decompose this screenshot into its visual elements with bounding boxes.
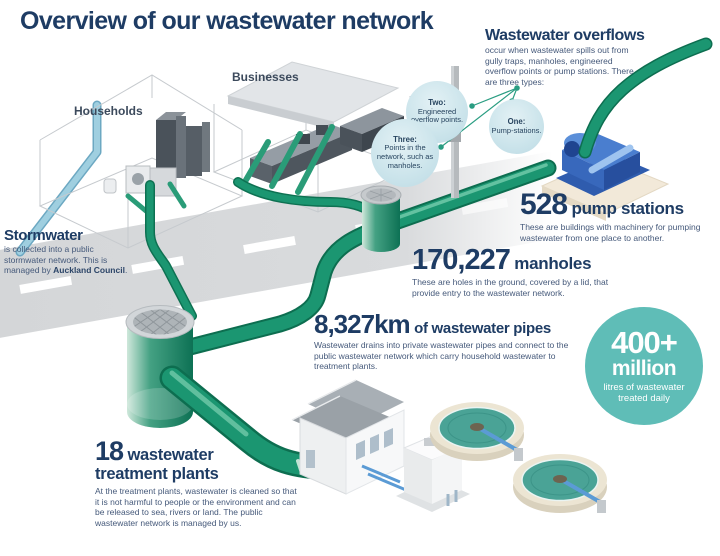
manhole-large xyxy=(125,305,195,428)
stat-pipes: 8,327km of wastewater pipes Wastewater d… xyxy=(314,309,574,372)
pipes-label: of wastewater pipes xyxy=(414,320,551,337)
pipes-value: 8,327km xyxy=(314,309,411,339)
stormwater-body-text: is collected into a public stormwater ne… xyxy=(4,244,108,275)
stat-pump-stations: 528 pump stations These are buildings wi… xyxy=(520,188,715,243)
stormwater-heading: Stormwater xyxy=(4,227,83,244)
household-appliances xyxy=(103,112,210,197)
household-illustration xyxy=(38,74,244,321)
treatment-plants-body: At the treatment plants, wastewater is c… xyxy=(95,486,297,528)
clarifier-tank-2 xyxy=(513,454,607,513)
manhole-small xyxy=(360,185,402,252)
treatment-plants-value: 18 xyxy=(95,436,124,466)
page-title: Overview of our wastewater network xyxy=(20,7,434,35)
pump-stations-label: pump stations xyxy=(571,199,685,218)
business-illustration xyxy=(212,61,412,218)
overflow-type-one-bubble: One: Pump-stations. xyxy=(489,99,544,154)
pump-station-illustration xyxy=(540,37,713,221)
pipes-body: Wastewater drains into private wastewate… xyxy=(314,340,569,371)
overflows-section: Wastewater overflows occur when wastewat… xyxy=(485,27,657,87)
pump-outflow-pipe xyxy=(578,37,713,159)
manhole-grate xyxy=(133,309,187,335)
manholes-value: 170,227 xyxy=(412,244,511,276)
stormwater-pipe xyxy=(15,100,102,257)
badge-unit: million xyxy=(611,357,677,380)
treated-volume-badge: 400+ million litres of wastewater treate… xyxy=(585,307,703,425)
pump-stations-body: These are buildings with machinery for p… xyxy=(520,222,701,243)
treatment-plant-illustration xyxy=(291,379,607,513)
manholes-body: These are holes in the ground, covered b… xyxy=(412,277,609,298)
business-drain-pipes xyxy=(233,124,379,218)
households-label: Households xyxy=(74,104,143,118)
businesses-label: Businesses xyxy=(232,70,299,84)
overflows-heading: Wastewater overflows xyxy=(485,27,645,44)
overflow-type-one-text: Pump-stations. xyxy=(491,125,542,135)
overflow-type-two-label: Two: xyxy=(428,98,446,108)
stormwater-body-suffix: . xyxy=(124,265,128,275)
badge-value: 400+ xyxy=(611,325,678,360)
manholes-label: manholes xyxy=(514,254,592,273)
overflow-type-three-bubble: Three: Points in the network, such as ma… xyxy=(371,119,439,187)
overflow-type-two-text: Engineered overflow points. xyxy=(410,106,464,125)
stormwater-body: is collected into a public stormwater ne… xyxy=(4,244,132,276)
stat-treatment-plants: 18 wastewater treatment plants At the tr… xyxy=(95,438,305,528)
stormwater-body-bold: Auckland Council xyxy=(53,265,125,275)
overflow-type-one-label: One: xyxy=(507,116,526,126)
treatment-machine xyxy=(361,435,470,512)
pump-stations-value: 528 xyxy=(520,188,568,221)
overflow-type-three-text: Points in the network, such as manholes. xyxy=(376,143,434,170)
stormwater-section: Stormwater is collected into a public st… xyxy=(4,227,132,276)
overflows-body: occur when wastewater spills out from gu… xyxy=(485,45,634,87)
treatment-plants-label: wastewater treatment plants xyxy=(95,446,219,483)
overflow-type-three-label: Three: xyxy=(393,134,417,144)
stat-manholes: 170,227 manholes These are holes in the … xyxy=(412,244,637,298)
clarifier-tank-1 xyxy=(430,402,524,461)
household-drain-pipes xyxy=(125,180,197,321)
badge-caption: litres of wastewater treated daily xyxy=(603,382,685,404)
